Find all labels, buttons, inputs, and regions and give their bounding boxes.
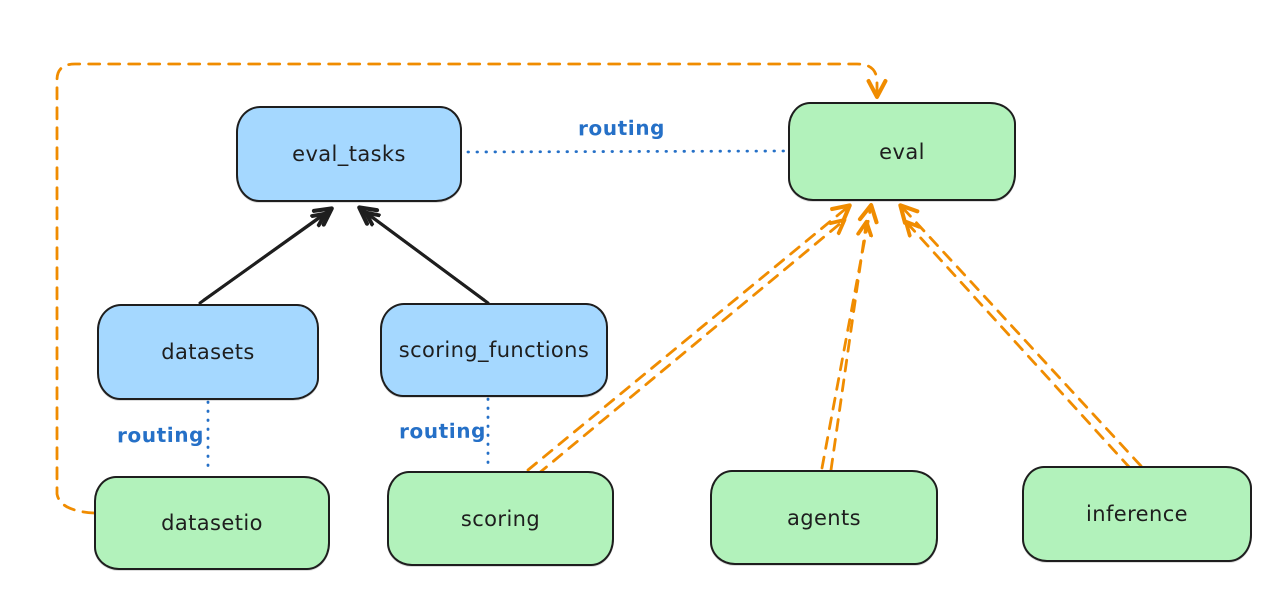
node-eval: eval bbox=[788, 102, 1016, 201]
node-agents-label: agents bbox=[786, 505, 861, 530]
node-inference: inference bbox=[1022, 466, 1252, 562]
edge-datasets-to-eval-tasks bbox=[198, 206, 334, 305]
node-scoring-functions-label: scoring_functions bbox=[398, 338, 590, 362]
node-eval-tasks: eval_tasks bbox=[236, 106, 462, 202]
node-scoring-label: scoring bbox=[460, 506, 541, 531]
edge-eval-tasks-to-eval-routing bbox=[466, 149, 787, 154]
routing-label-eval-tasks-eval: routing bbox=[577, 115, 666, 141]
edge-scoring-functions-to-eval-tasks bbox=[357, 205, 490, 305]
edge-agents-to-eval-sketch bbox=[829, 225, 866, 472]
node-datasets-label: datasets bbox=[161, 340, 255, 364]
node-agents: agents bbox=[710, 470, 938, 565]
edge-scoring-functions-to-eval-tasks-sketch bbox=[369, 215, 486, 302]
edge-inference-to-eval-sketch bbox=[908, 224, 1132, 470]
edge-agents-to-eval bbox=[820, 203, 879, 470]
edge-inference-to-eval bbox=[898, 203, 1143, 468]
node-datasetio: datasetio bbox=[94, 476, 330, 570]
node-datasetio-label: datasetio bbox=[161, 511, 263, 535]
routing-label-scoring-functions-scoring: routing bbox=[398, 418, 487, 444]
node-eval-label: eval bbox=[879, 139, 925, 164]
node-scoring: scoring bbox=[387, 471, 614, 566]
node-eval-tasks-label: eval_tasks bbox=[292, 142, 406, 166]
node-datasets: datasets bbox=[97, 304, 319, 400]
node-inference-label: inference bbox=[1086, 502, 1188, 526]
routing-label-datasets-datasetio: routing bbox=[116, 422, 205, 448]
node-scoring-functions: scoring_functions bbox=[380, 303, 608, 397]
edge-datasets-to-eval-tasks-sketch bbox=[202, 216, 322, 302]
